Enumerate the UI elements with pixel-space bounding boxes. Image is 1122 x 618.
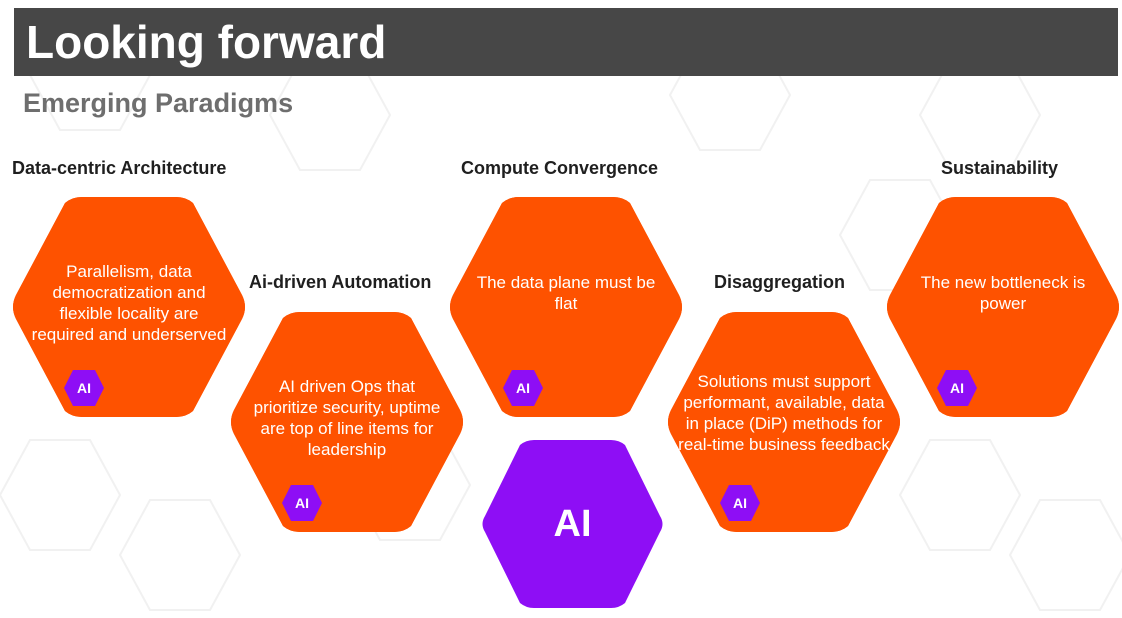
paradigm-heading-ai-driven: Ai-driven Automation (249, 272, 432, 292)
ai-badge-icon: AI (936, 369, 978, 407)
ai-badge-icon: AI (281, 484, 323, 522)
paradigm-hex-disaggregation: Solutions must support performant, avail… (665, 312, 903, 532)
paradigm-hex-sustainability: The new bottleneck is power AI (884, 197, 1122, 417)
paradigm-heading-sustainability: Sustainability (941, 158, 1059, 178)
center-ai-hex: AI (480, 440, 665, 608)
center-ai-label: AI (553, 502, 592, 545)
paradigm-text-disaggregation: Solutions must support performant, avail… (678, 372, 890, 454)
ai-badge-icon: AI (502, 369, 544, 407)
paradigm-text-ai-driven: AI driven Ops that prioritize security, … (253, 377, 441, 459)
paradigm-heading-compute-convergence: Compute Convergence (461, 158, 659, 178)
paradigm-hex-data-centric: Parallelism, data democratization and fl… (10, 197, 248, 417)
paradigm-heading-disaggregation: Disaggregation (714, 272, 846, 292)
paradigm-text-compute-convergence: The data plane must be flat (476, 273, 656, 313)
title-bar: Looking forward (14, 8, 1118, 76)
slide-subtitle: Emerging Paradigms (23, 88, 294, 118)
paradigm-hex-compute-convergence: The data plane must be flat AI (447, 197, 685, 417)
paradigm-hex-ai-driven: AI driven Ops that prioritize security, … (228, 312, 466, 532)
slide-title: Looking forward (26, 16, 387, 68)
paradigm-text-data-centric: Parallelism, data democratization and fl… (31, 262, 227, 344)
ai-badge-icon: AI (63, 369, 105, 407)
paradigm-heading-data-centric: Data-centric Architecture (12, 158, 227, 178)
ai-badge-icon: AI (719, 484, 761, 522)
paradigm-text-sustainability: The new bottleneck is power (920, 273, 1086, 313)
